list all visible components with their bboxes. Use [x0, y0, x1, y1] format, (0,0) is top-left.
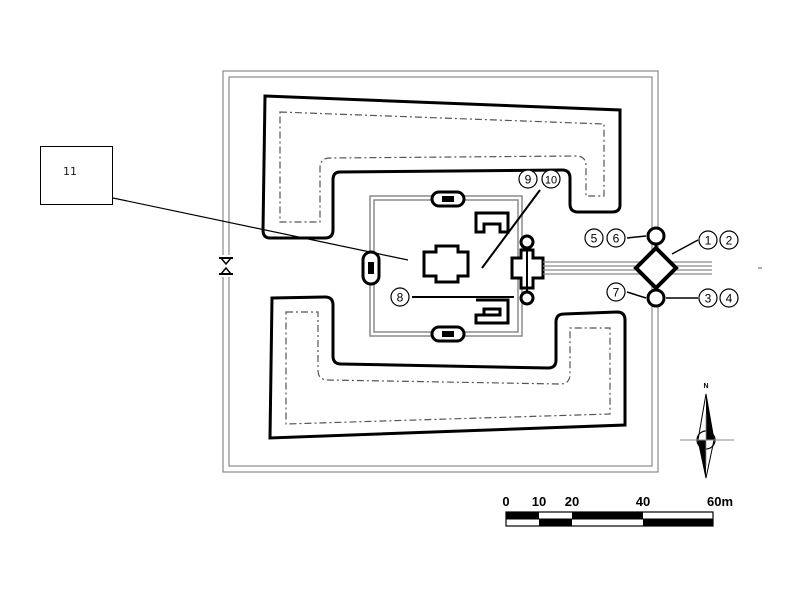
marker-7: 7: [606, 282, 626, 302]
central-hall: [422, 244, 470, 284]
marker-2: 2: [719, 230, 739, 250]
callout-label-11: 11: [63, 165, 77, 178]
upper-moat: [261, 94, 622, 240]
marker-9: 9: [518, 169, 538, 189]
scale-tick-40: 40: [636, 494, 650, 509]
outer-east-gate: [633, 226, 679, 308]
inner-east-gate: [510, 234, 545, 306]
marker-6-label: 6: [613, 232, 620, 246]
leader-6: [626, 235, 647, 239]
leader-9-10: [481, 189, 541, 269]
leader-1: [671, 239, 699, 255]
marker-10: 10: [541, 169, 561, 189]
scale-tick-10: 10: [532, 494, 546, 509]
west-gatehouse: [361, 250, 381, 286]
marker-4: 4: [719, 288, 739, 308]
marker-5-label: 5: [591, 232, 598, 246]
marker-8: 8: [390, 287, 410, 307]
scale-tick-0: 0: [502, 494, 509, 509]
marker-1: 1: [698, 230, 718, 250]
south-side-hall: [474, 298, 510, 325]
leader-11: [112, 197, 409, 261]
marker-3-label: 3: [705, 292, 712, 306]
marker-10-label: 10: [545, 175, 557, 187]
scale-tick-60m: 60m: [707, 494, 733, 509]
leader-lines: [112, 189, 699, 299]
marker-9-label: 9: [525, 173, 532, 187]
marker-4-label: 4: [726, 292, 733, 306]
callout-box-11: 11: [40, 146, 113, 205]
marker-8-label: 8: [397, 291, 404, 305]
marker-6: 6: [606, 228, 626, 248]
east-causeway: [543, 261, 762, 275]
west-gate: [219, 255, 233, 277]
marker-7-label: 7: [613, 286, 620, 300]
south-gatehouse: [430, 325, 466, 343]
marker-2-label: 2: [726, 234, 733, 248]
scale-tick-20: 20: [565, 494, 579, 509]
marker-3: 3: [698, 288, 718, 308]
north-gatehouse: [430, 190, 466, 208]
north-side-hall: [474, 211, 510, 234]
north-arrow: N: [680, 383, 734, 479]
north-label: N: [703, 383, 708, 390]
marker-1-label: 1: [705, 234, 712, 248]
lower-moat: [268, 295, 627, 440]
marker-5: 5: [584, 228, 604, 248]
scale-bar: 0 10 20 40 60m: [502, 494, 733, 527]
leader-7: [626, 291, 647, 299]
